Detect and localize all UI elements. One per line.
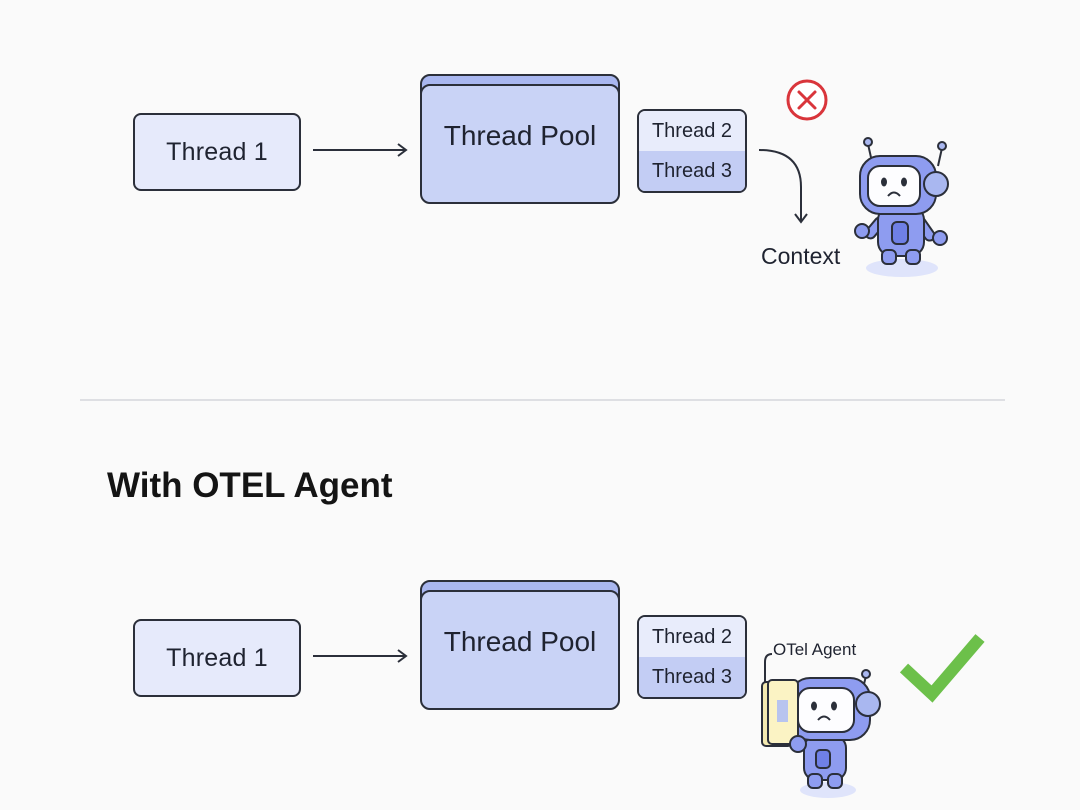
thread-3-label: Thread 3 — [651, 665, 733, 688]
context-label: Context — [761, 243, 841, 269]
thread-pool-label: Thread Pool — [443, 120, 597, 151]
robot-sad-icon — [854, 137, 949, 277]
thread-2-label: Thread 2 — [651, 119, 733, 142]
arrow-right-icon — [313, 649, 408, 663]
thread-1-box: Thread 1 — [133, 619, 301, 697]
checkmark-icon — [899, 634, 985, 703]
thread-2-cell: Thread 2 — [639, 617, 745, 657]
thread-1-label: Thread 1 — [166, 643, 268, 672]
label-pointer-line — [764, 653, 773, 684]
arrow-right-icon — [313, 143, 408, 157]
thread-2-cell: Thread 2 — [639, 111, 745, 151]
curved-arrow-down-icon — [758, 149, 808, 224]
thread-3-label: Thread 3 — [651, 159, 733, 182]
thread-3-cell: Thread 3 — [639, 657, 745, 697]
thread-pool-label: Thread Pool — [443, 626, 597, 657]
thread-pool-box: Thread Pool — [420, 590, 620, 710]
otel-agent-label: OTel Agent — [773, 640, 857, 659]
thread-3-cell: Thread 3 — [639, 151, 745, 191]
thread-pool-box: Thread Pool — [420, 84, 620, 204]
thread-stack: Thread 2 Thread 3 — [637, 615, 747, 699]
x-circle-icon — [786, 79, 828, 121]
thread-stack: Thread 2 Thread 3 — [637, 109, 747, 193]
robot-with-otel-agent-icon — [761, 669, 881, 798]
section-divider — [80, 399, 1005, 401]
section-heading: With OTEL Agent — [107, 466, 393, 505]
thread-2-label: Thread 2 — [651, 625, 733, 648]
thread-1-label: Thread 1 — [166, 137, 268, 166]
thread-1-box: Thread 1 — [133, 113, 301, 191]
